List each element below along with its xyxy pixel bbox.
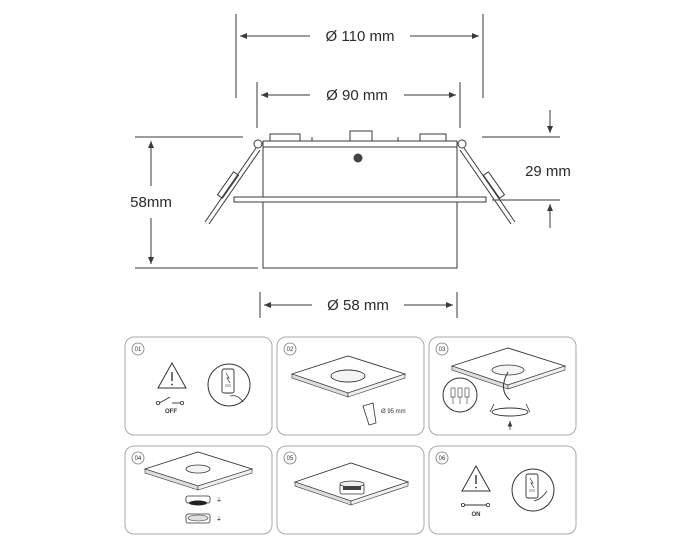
step-number-03: 03 xyxy=(439,347,446,353)
on-label: ON xyxy=(472,512,481,518)
warning-icon xyxy=(157,361,187,389)
svg-text:⏚: ⏚ xyxy=(216,497,222,504)
switch-off-icon xyxy=(155,396,184,405)
step-panel-06: 06 ON xyxy=(428,445,577,535)
step-panel-03: 03 xyxy=(428,336,577,436)
inner-diameter-label: Ø 90 mm xyxy=(326,87,388,104)
luminaire-side-view xyxy=(204,130,516,269)
step-panel-01: 01 OFF xyxy=(124,336,273,436)
lamp-module-icon: ⏚ ⏚ xyxy=(185,495,222,524)
outer-diameter-label: Ø 110 mm xyxy=(326,28,395,45)
body-diameter-dimension: Ø 58 mm xyxy=(259,292,458,318)
step-panel-04: 04 ⏚ ⏚ xyxy=(124,445,273,535)
body-diameter-label: Ø 58 mm xyxy=(327,297,389,314)
step-number-05: 05 xyxy=(287,456,294,462)
step-number-02: 02 xyxy=(287,347,294,353)
voltage-tester-icon xyxy=(207,363,251,407)
step-number-06: 06 xyxy=(439,456,446,462)
off-label: OFF xyxy=(165,409,177,415)
installed-luminaire-icon xyxy=(339,480,365,495)
step-panel-05: 05 xyxy=(276,445,425,535)
hole-saw-icon xyxy=(362,402,377,426)
wiring-detail-icon xyxy=(442,377,478,413)
warning-icon xyxy=(461,464,491,492)
switch-on-icon xyxy=(460,502,490,507)
hole-size-label: Ø 95 mm xyxy=(381,409,406,415)
top-height-dimension: 29 mm xyxy=(482,110,571,228)
total-height-dimension: 58mm xyxy=(130,136,258,269)
step-number-01: 01 xyxy=(135,347,142,353)
top-height-label: 29 mm xyxy=(525,163,571,180)
outer-diameter-dimension: Ø 110 mm xyxy=(235,14,484,98)
voltage-tester-icon xyxy=(511,468,555,512)
svg-text:⏚: ⏚ xyxy=(216,516,222,523)
step-panel-02: 02 Ø 95 mm xyxy=(276,336,425,436)
step-number-04: 04 xyxy=(135,456,142,462)
total-height-label: 58mm xyxy=(130,194,172,211)
inner-diameter-dimension: Ø 90 mm xyxy=(256,82,461,128)
technical-drawing: Ø 110 mm Ø 90 mm 58mm 29 mm xyxy=(130,14,571,318)
